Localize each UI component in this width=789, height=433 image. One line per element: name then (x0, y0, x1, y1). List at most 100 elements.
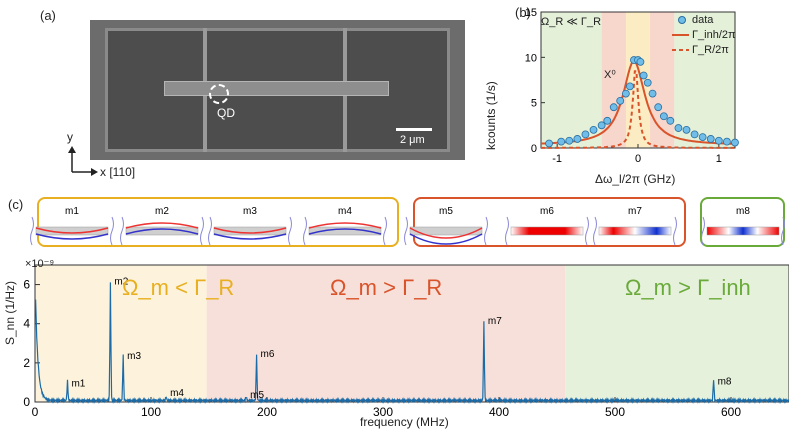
mode-curve (213, 233, 287, 240)
xtick-label: 0 (635, 153, 641, 165)
mode-m6: m6 (505, 206, 589, 246)
mode-m2: m2 (120, 206, 204, 246)
region-green-bg (565, 265, 789, 402)
mode-curve (308, 222, 382, 229)
mode-support (30, 216, 34, 246)
legend-marker-data (678, 16, 686, 24)
mode-support (484, 216, 488, 246)
mode-m4: m4 (303, 206, 387, 246)
mode-curve (35, 233, 109, 240)
mode-label: m5 (439, 206, 453, 217)
region-red-bg (206, 265, 566, 402)
mode-support (505, 216, 509, 246)
data-point (731, 138, 739, 147)
data-point (609, 103, 618, 112)
data-point (714, 136, 723, 145)
ytick-label: 2 (23, 356, 30, 370)
mode-support (110, 216, 114, 246)
axis-y-label: y (67, 130, 73, 144)
peak-label-m6: m6 (261, 349, 275, 360)
panel-label-a: (a) (40, 8, 56, 23)
mode-label: m2 (155, 206, 169, 217)
mode-bar (125, 226, 199, 236)
xtick-label: 100 (141, 405, 161, 419)
mode-support (404, 216, 408, 246)
panel-b-x0: X⁰ (604, 69, 616, 81)
data-point (654, 103, 663, 112)
data-point (565, 136, 574, 145)
data-point (643, 78, 652, 87)
data-point (674, 124, 683, 132)
ytick-label: 0 (531, 143, 537, 155)
xtick-label: 200 (257, 405, 277, 419)
mode-label: m1 (65, 206, 79, 217)
qd-marker (209, 84, 229, 104)
data-point (573, 135, 582, 143)
data-point (616, 96, 625, 105)
data-point (621, 89, 630, 98)
mode-support (200, 216, 204, 246)
mode-curve (125, 222, 199, 229)
peak-label-m8: m8 (718, 376, 732, 387)
mode-label: m8 (736, 206, 750, 217)
legend-data: data (692, 14, 714, 26)
mode-support (288, 216, 292, 246)
data-point (698, 133, 707, 142)
scale-bar (396, 128, 432, 131)
peak-label-m3: m3 (127, 351, 141, 362)
mode-curve (308, 228, 382, 235)
peak-label-m7: m7 (488, 316, 502, 327)
data-point (545, 139, 553, 148)
panel-label-c: (c) (8, 197, 24, 212)
mode-curve (125, 228, 199, 235)
xtick-label: 1 (716, 153, 722, 165)
mode-curve (35, 227, 109, 234)
panel-b-xlabel: Δω_l/2π (GHz) (595, 172, 676, 186)
data-point (723, 137, 731, 146)
data-point (589, 125, 598, 134)
mode-bar (213, 226, 287, 236)
data-point (581, 130, 590, 139)
ytick-label: 0 (23, 395, 30, 409)
mode-support (303, 216, 307, 246)
qd-label: QD (217, 106, 235, 120)
data-point (626, 82, 634, 91)
mode-label: m3 (243, 206, 257, 217)
region-label-3: Ω_m > Γ_inh (625, 275, 751, 300)
mode-curve (213, 227, 287, 234)
mode-support (593, 216, 597, 246)
data-point (597, 121, 606, 130)
mode-bar (706, 226, 780, 236)
scale-label: 2 μm (400, 134, 425, 146)
mode-support (208, 216, 212, 246)
ytick-label: 5 (531, 98, 537, 110)
axis-x-label: x [110] (100, 165, 136, 179)
ytick-label: 4 (23, 317, 30, 331)
panel-c-xlabel: frequency (MHz) (360, 415, 449, 429)
data-point (639, 71, 648, 80)
xtick-label: -1 (552, 153, 562, 165)
ytick-label: 15 (525, 7, 537, 19)
legend-r: Γ_R/2π (692, 44, 729, 56)
mode-bar (598, 226, 672, 236)
data-point (557, 137, 566, 146)
mode-m3: m3 (208, 206, 292, 246)
modes-box-yellow (37, 197, 399, 247)
mode-m1: m1 (30, 206, 114, 246)
mode-support (781, 216, 785, 246)
peak-label-m5: m5 (250, 390, 264, 401)
data-point (659, 112, 668, 121)
spectrum-line (35, 282, 789, 404)
mode-support (673, 216, 677, 246)
xtick-label: 0 (32, 405, 39, 419)
mode-support (585, 216, 589, 246)
sem-image: QD 2 μm (90, 20, 465, 160)
region-label-2: Ω_m > Γ_R (330, 275, 443, 300)
legend-inh: Γ_inh/2π (692, 29, 736, 41)
panel-c-scale-note: ×10⁻⁹ (25, 258, 55, 270)
mode-bar (409, 226, 483, 236)
data-point (706, 135, 715, 143)
peak-label-m1: m1 (71, 378, 85, 389)
